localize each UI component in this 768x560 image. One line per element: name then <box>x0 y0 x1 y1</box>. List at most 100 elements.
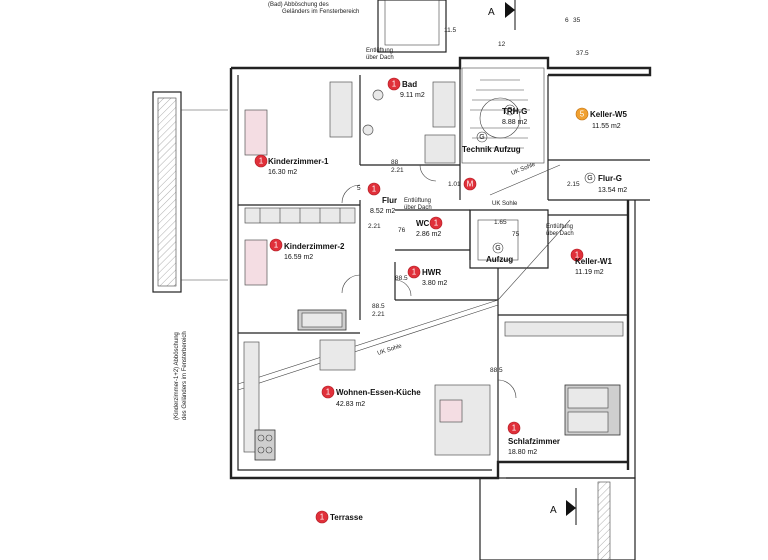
svg-text:Kinderzimmer-2: Kinderzimmer-2 <box>284 242 345 251</box>
svg-text:2.86 m2: 2.86 m2 <box>416 231 441 238</box>
dim-2-21-b: 2.21 <box>368 223 381 230</box>
dim-75: 75 <box>512 231 520 238</box>
svg-text:1: 1 <box>575 251 580 260</box>
svg-text:1: 1 <box>434 219 439 228</box>
svg-text:1: 1 <box>392 80 397 89</box>
svg-text:WC: WC <box>416 219 430 228</box>
bed-kinder2 <box>244 239 268 286</box>
svg-text:A: A <box>550 505 557 516</box>
room-trh-g: G TRH-G 8.88 m2 <box>502 104 527 126</box>
top-bay-inner <box>384 0 440 46</box>
svg-text:Schlafzimmer: Schlafzimmer <box>508 437 560 446</box>
entlueftung-2: Entlüftung <box>404 198 431 204</box>
uk-sohle-line-1 <box>237 304 499 391</box>
svg-text:1: 1 <box>412 268 417 277</box>
svg-text:8.88 m2: 8.88 m2 <box>502 119 527 126</box>
svg-text:TRH-G: TRH-G <box>502 107 527 116</box>
entlueftung-1: Entlüftung <box>366 48 393 54</box>
door-bad <box>419 164 437 182</box>
ueber-dach-1: über Dach <box>366 55 394 61</box>
room-wohnen-essen-kueche: 1 Wohnen-Essen-Küche 42.83 m2 <box>321 385 421 408</box>
room-terrasse: 1 Terrasse <box>315 510 363 524</box>
svg-text:G: G <box>587 175 592 182</box>
wc-sign: M <box>463 177 477 191</box>
uk-sohle-label-1: UK Sohle <box>377 343 404 357</box>
svg-text:11.55 m2: 11.55 m2 <box>592 123 621 130</box>
svg-text:G: G <box>479 134 484 141</box>
left-overhang-hatch <box>157 97 177 287</box>
aufzug-shaft <box>469 209 549 269</box>
svg-text:G: G <box>507 107 512 114</box>
top-bay <box>377 0 447 53</box>
svg-text:Keller-W5: Keller-W5 <box>590 110 627 119</box>
side-note: (Kinderzimmer-1+2) Abböschung des Geländ… <box>174 331 188 420</box>
svg-text:Kinderzimmer-1: Kinderzimmer-1 <box>268 157 329 166</box>
dim-2-21-a: 2.21 <box>391 167 404 174</box>
bed-kinder1 <box>244 109 268 156</box>
svg-text:Keller-W1: Keller-W1 <box>575 257 612 266</box>
stove <box>254 429 276 461</box>
room-schlafzimmer: 1 Schlafzimmer 18.80 m2 <box>507 421 560 456</box>
door-schlaf <box>497 379 517 399</box>
svg-text:des Geländers im Fensterbereic: des Geländers im Fensterbereich <box>182 331 188 420</box>
svg-text:Technik Aufzug: Technik Aufzug <box>462 145 521 154</box>
room-hwr: 1 HWR 3.80 m2 <box>407 265 447 287</box>
svg-text:16.59 m2: 16.59 m2 <box>284 254 313 261</box>
dim-88-5-d: 88.5 <box>490 367 503 374</box>
section-marker-bottom: A <box>550 488 577 525</box>
door-hwr <box>394 279 412 297</box>
svg-text:Aufzug: Aufzug <box>486 255 513 264</box>
dim-76: 76 <box>398 227 406 234</box>
dim-1-01: 1.01 <box>448 181 461 188</box>
room-flur: 1 Flur 8.52 m2 <box>367 182 397 215</box>
room-kinderzimmer-2: 1 Kinderzimmer-2 16.59 m2 <box>269 238 345 261</box>
dim-37-5: 37.5 <box>576 50 589 57</box>
dining-table <box>319 339 356 371</box>
coffee-table <box>439 399 463 423</box>
kitchen-counter <box>243 341 260 453</box>
sink <box>362 124 374 136</box>
room-kinderzimmer-1: 1 Kinderzimmer-1 16.30 m2 <box>254 154 329 176</box>
bathtub <box>329 81 353 138</box>
svg-text:Bad: Bad <box>402 80 417 89</box>
entlueftung-3: Entlüftung <box>546 224 573 230</box>
ueber-dach-2: über Dach <box>404 205 432 211</box>
ueber-dach-3: über Dach <box>546 231 574 237</box>
room-keller-w1: 1 Keller-W1 11.19 m2 <box>570 248 612 276</box>
room-keller-w5: 5 Keller-W5 11.55 m2 <box>575 107 627 130</box>
svg-text:1: 1 <box>274 241 279 250</box>
shower <box>432 81 456 128</box>
svg-text:1: 1 <box>512 424 517 433</box>
room-wc: 1 WC 2.86 m2 <box>416 216 443 238</box>
svg-text:A: A <box>488 7 495 18</box>
dim-88-5-c: 88.5 <box>372 303 385 310</box>
svg-text:1: 1 <box>372 185 377 194</box>
room-flur-g: G Flur-G 13.54 m2 <box>584 172 627 194</box>
svg-text:1: 1 <box>326 388 331 397</box>
section-marker-top: A <box>488 0 516 30</box>
dim-5: 5 <box>357 185 361 192</box>
svg-text:3.80 m2: 3.80 m2 <box>422 280 447 287</box>
outer-wall-top <box>231 56 652 77</box>
svg-text:M: M <box>467 180 474 189</box>
dim-12: 12 <box>498 41 506 48</box>
gelaender-note-top: (Bad) Abböschung des <box>268 2 329 8</box>
svg-text:9.11 m2: 9.11 m2 <box>400 92 425 99</box>
svg-text:42.83 m2: 42.83 m2 <box>336 401 365 408</box>
svg-text:Wohnen-Essen-Küche: Wohnen-Essen-Küche <box>336 388 421 397</box>
svg-text:8.52 m2: 8.52 m2 <box>370 208 395 215</box>
svg-text:(Kinderzimmer-1+2) Abböschung: (Kinderzimmer-1+2) Abböschung <box>174 332 180 420</box>
dim-88-5-b: 88.5 <box>395 275 408 282</box>
staircase <box>461 67 545 164</box>
uk-sohle-label-3: UK Sohle <box>492 201 518 207</box>
svg-text:Terrasse: Terrasse <box>330 513 363 522</box>
wardrobe-schlaf <box>504 321 624 337</box>
room-bad: 1 Bad 9.11 m2 <box>387 77 425 99</box>
svg-text:HWR: HWR <box>422 268 441 277</box>
toilet <box>372 89 384 101</box>
svg-text:1: 1 <box>259 157 264 166</box>
dim-11-5: 11.5 <box>444 27 457 34</box>
svg-text:1: 1 <box>320 513 325 522</box>
gelaender-note-top-2: Geländers im Fensterbereich <box>282 9 359 15</box>
svg-text:13.54 m2: 13.54 m2 <box>598 187 627 194</box>
